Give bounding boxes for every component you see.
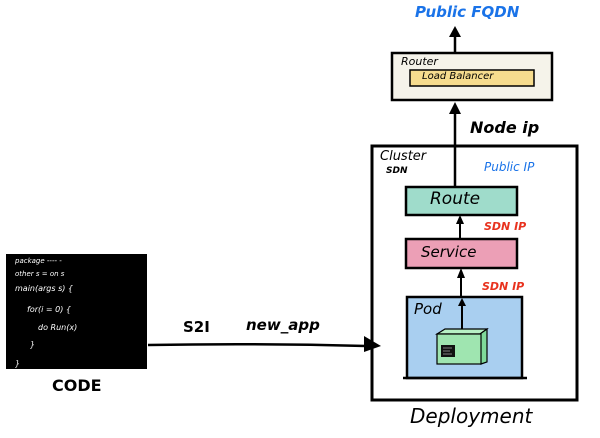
service-label: Service xyxy=(421,243,477,261)
cluster-subtitle: SDN xyxy=(386,166,408,176)
sdn-ip-label-1: SDN IP xyxy=(484,220,527,233)
code-line: main(args s) { xyxy=(15,284,74,293)
s2i-arrow-line xyxy=(147,342,367,348)
route-label: Route xyxy=(430,189,481,209)
service-box xyxy=(404,237,519,270)
cluster-box xyxy=(370,144,579,402)
code-line: package ---- - xyxy=(15,257,62,265)
pod-label: Pod xyxy=(414,300,442,318)
code-line: for(i = 0) { xyxy=(27,305,71,314)
code-line: do Run(x) xyxy=(38,323,78,332)
sdn-arrow-2-head xyxy=(457,268,465,278)
cluster-title: Cluster xyxy=(380,149,427,164)
container-arrow-head xyxy=(458,298,466,306)
s2i-label: S2I xyxy=(183,318,210,336)
load-balancer-label: Load Balancer xyxy=(422,71,494,82)
container-icon xyxy=(434,327,489,365)
s2i-arrow-head xyxy=(364,336,381,352)
code-block xyxy=(6,254,147,369)
fqdn-arrow-head xyxy=(449,26,461,37)
sdn-arrow-1-head xyxy=(456,215,464,224)
public-fqdn-label: Public FQDN xyxy=(415,3,520,21)
code-line: } xyxy=(30,340,36,349)
node-ip-arrow-head xyxy=(449,102,461,114)
code-line: } xyxy=(15,359,21,368)
code-line: other s = on s xyxy=(15,270,65,278)
public-ip-label: Public IP xyxy=(484,160,535,174)
route-box xyxy=(404,185,519,217)
deployment-label: Deployment xyxy=(410,404,533,428)
node-ip-label: Node ip xyxy=(470,118,540,137)
new-app-label: new_app xyxy=(246,316,320,334)
load-balancer-box xyxy=(409,69,535,87)
sdn-ip-label-2: SDN IP xyxy=(482,280,525,293)
code-label: CODE xyxy=(52,376,102,395)
router-title: Router xyxy=(401,55,438,68)
